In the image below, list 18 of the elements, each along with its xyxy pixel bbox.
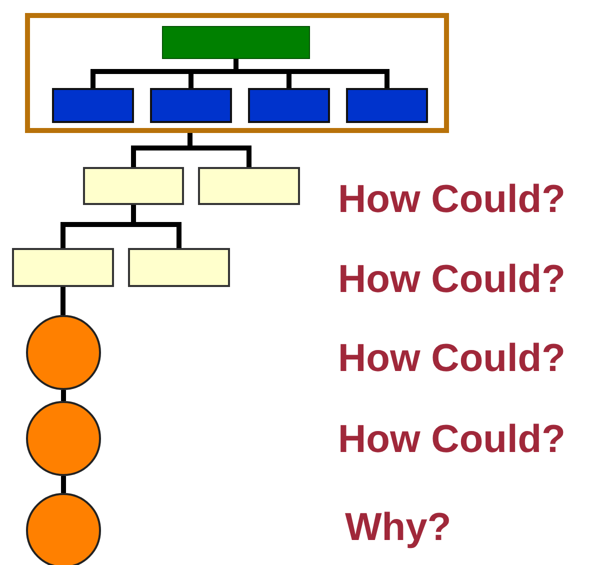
tree-box xyxy=(52,88,134,123)
tree-box xyxy=(198,167,300,205)
tree-box xyxy=(346,88,428,123)
connector-line xyxy=(61,390,66,401)
question-label: How Could? xyxy=(338,258,566,302)
tree-box xyxy=(150,88,232,123)
tree-box xyxy=(128,248,230,287)
tree-box xyxy=(162,26,310,59)
question-label: Why? xyxy=(345,506,452,550)
question-label: How Could? xyxy=(338,418,566,462)
connector-line xyxy=(61,476,66,493)
question-label: How Could? xyxy=(338,178,566,222)
group-frame xyxy=(25,13,449,133)
tree-box xyxy=(12,248,114,287)
connector-line xyxy=(60,287,66,315)
tree-box xyxy=(248,88,330,123)
question-label: How Could? xyxy=(338,337,566,381)
tree-box xyxy=(83,167,184,205)
